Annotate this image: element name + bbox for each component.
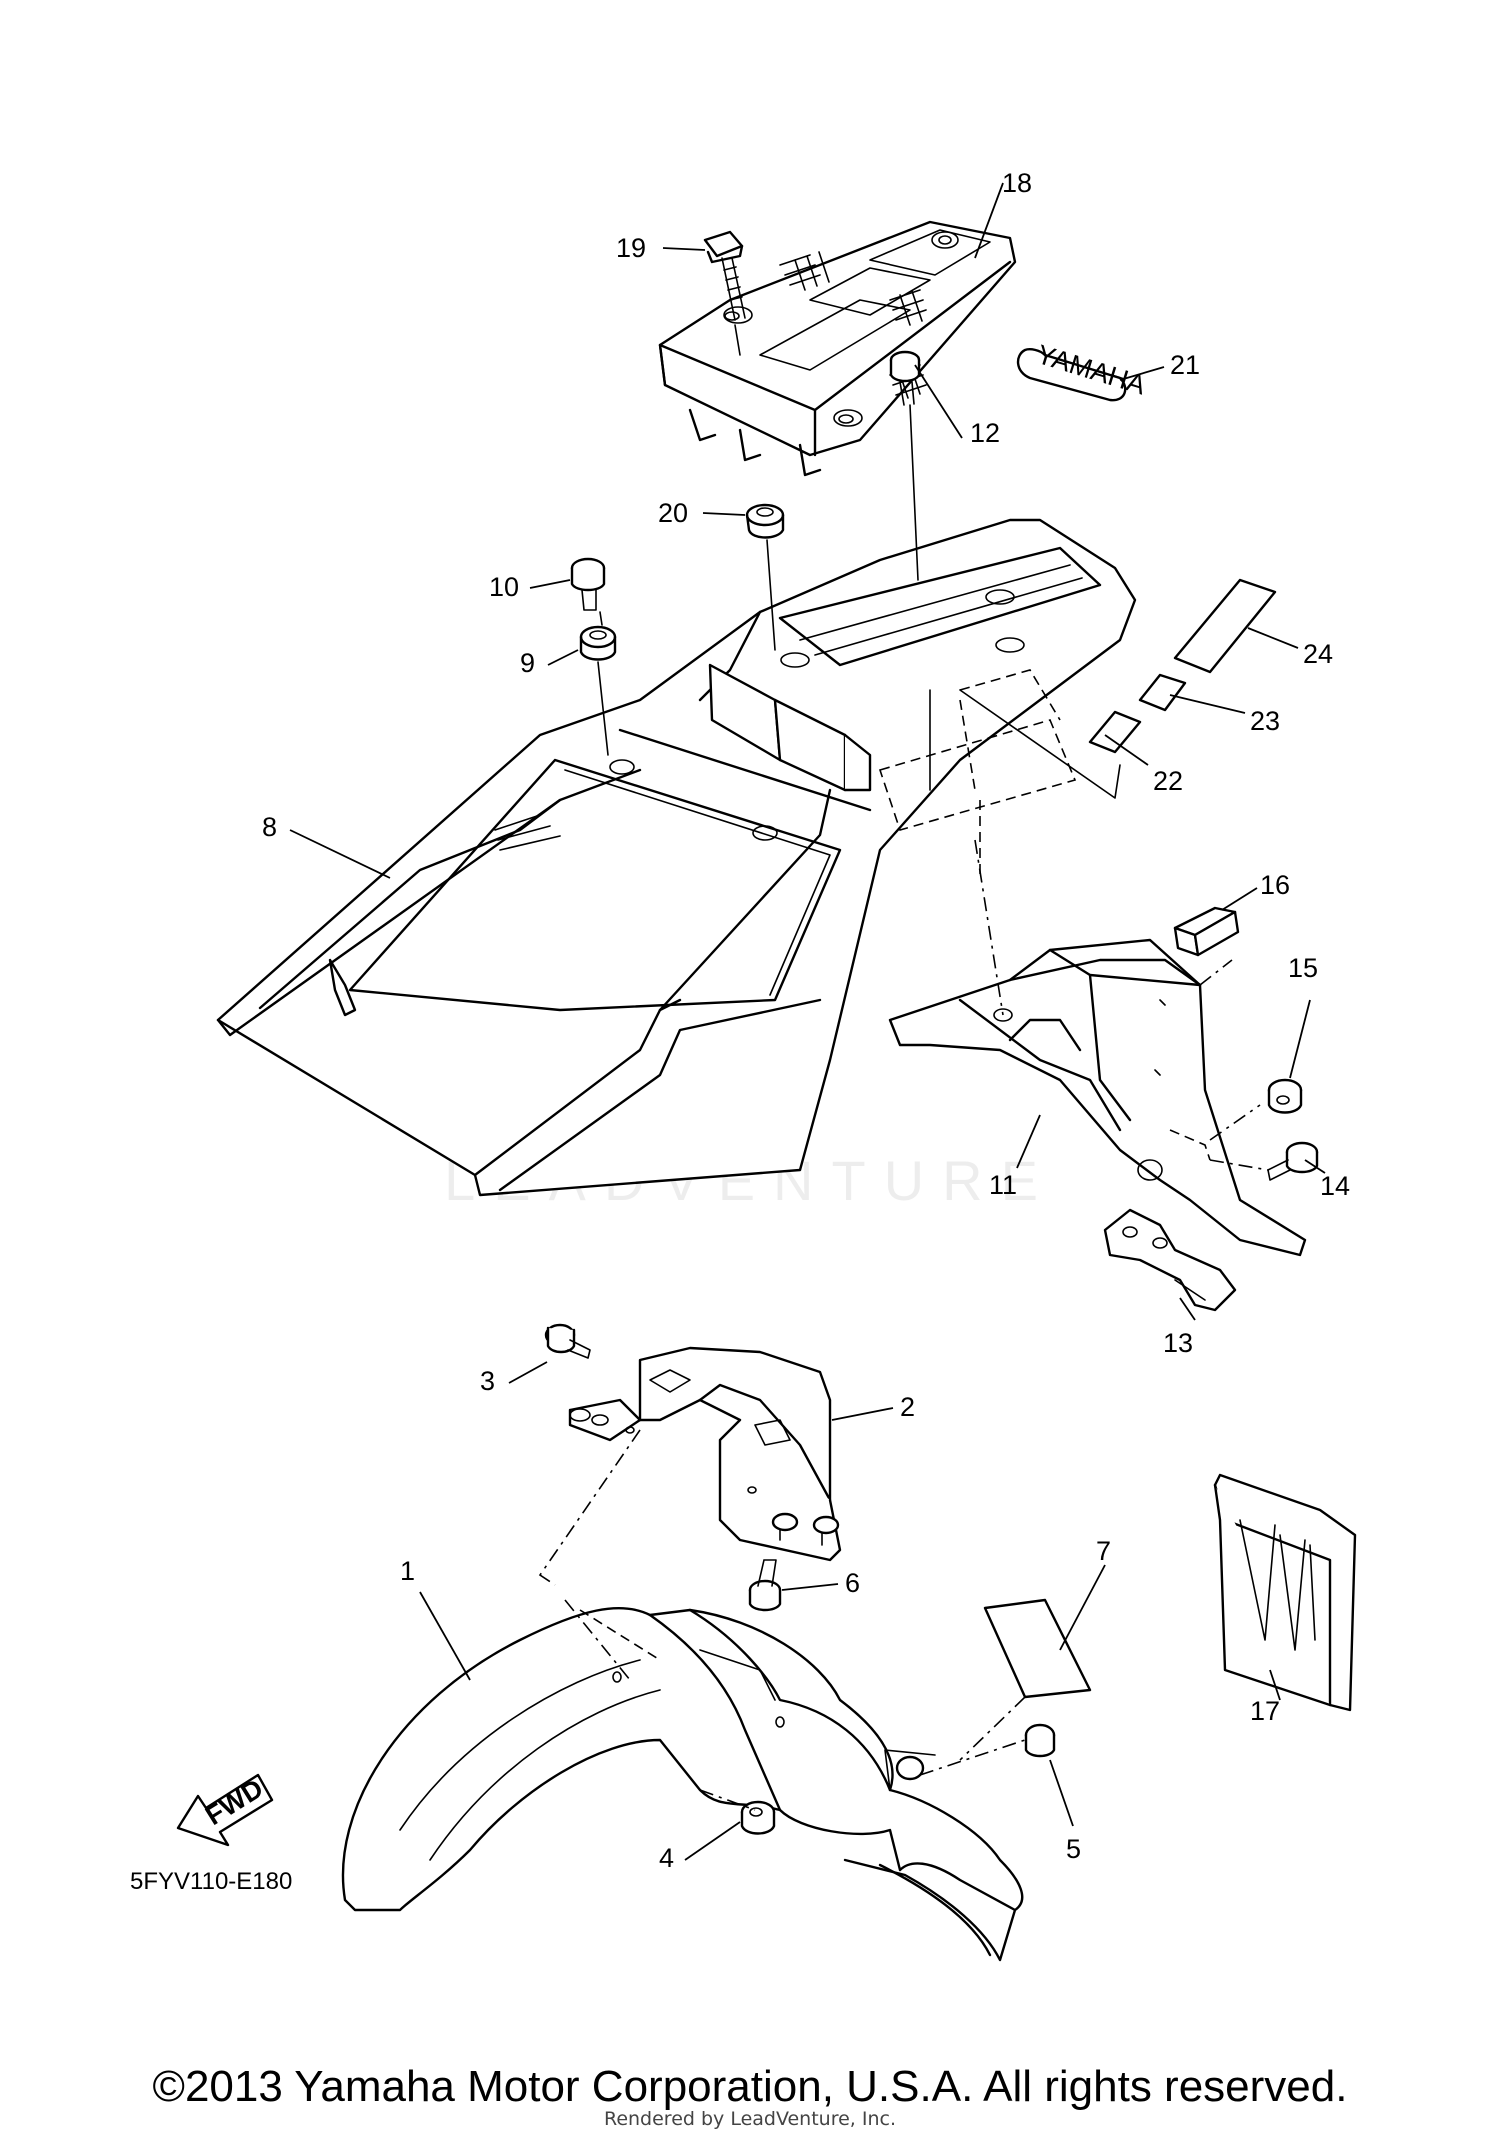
diagram-code: 5FYV110-E180 xyxy=(130,1868,293,1895)
part-5-nut[interactable] xyxy=(1024,1723,1056,1758)
part-8-rear-cowl[interactable] xyxy=(216,518,1137,1197)
part-17-mud-flap[interactable] xyxy=(1213,1473,1357,1712)
part-20-grommet[interactable] xyxy=(745,503,785,539)
callout-6: 6 xyxy=(845,1568,860,1598)
part-13-bracket[interactable] xyxy=(1103,1208,1237,1312)
part-10-bolt[interactable] xyxy=(570,557,606,611)
part-3-bolt[interactable] xyxy=(544,1323,591,1359)
part-7-label[interactable] xyxy=(983,1598,1092,1699)
callout-12: 12 xyxy=(970,418,1000,448)
callout-17: 17 xyxy=(1250,1696,1280,1726)
rendered-by-credit: Rendered by LeadVenture, Inc. xyxy=(603,2108,897,2130)
part-21-yamaha-decal[interactable]: YAMAHA xyxy=(1016,339,1149,402)
part-11-rear-fender[interactable] xyxy=(888,938,1307,1257)
callout-16: 16 xyxy=(1260,870,1290,900)
part-6-bolt[interactable] xyxy=(748,1559,782,1612)
callout-labels: 1 2 3 4 5 6 7 8 9 10 11 12 13 14 15 16 1… xyxy=(262,168,1350,1873)
part-23-graphic-strip[interactable] xyxy=(1138,673,1187,712)
callout-20: 20 xyxy=(658,498,688,528)
callout-10: 10 xyxy=(489,572,519,602)
callout-18: 18 xyxy=(1002,168,1032,198)
callout-19: 19 xyxy=(616,233,646,263)
part-22-graphic-strip[interactable] xyxy=(1088,710,1142,754)
assembly-lines xyxy=(538,324,1269,1811)
part-2-fender-bracket[interactable] xyxy=(568,1346,842,1562)
callout-7: 7 xyxy=(1096,1536,1111,1566)
callout-5: 5 xyxy=(1066,1834,1081,1864)
part-16-damper-pad[interactable] xyxy=(1173,906,1240,957)
callout-4: 4 xyxy=(659,1843,674,1873)
part-19-bolt[interactable] xyxy=(703,230,746,321)
callout-11: 11 xyxy=(989,1170,1017,1200)
callout-23: 23 xyxy=(1250,706,1280,736)
callout-21: 21 xyxy=(1170,350,1200,380)
leader-lines xyxy=(289,182,1326,1861)
part-24-graphic-strip[interactable] xyxy=(1173,578,1277,674)
part-18-rear-carrier[interactable] xyxy=(658,220,1017,477)
callout-24: 24 xyxy=(1303,639,1333,669)
part-15-nut[interactable] xyxy=(1267,1078,1303,1114)
callout-22: 22 xyxy=(1153,766,1183,796)
callout-2: 2 xyxy=(900,1392,915,1422)
part-12-bolt[interactable] xyxy=(889,350,921,406)
callout-3: 3 xyxy=(480,1366,495,1396)
part-9-grommet[interactable] xyxy=(579,625,617,661)
callout-14: 14 xyxy=(1320,1171,1350,1201)
part-14-bolt[interactable] xyxy=(1267,1141,1319,1181)
callout-15: 15 xyxy=(1288,953,1318,983)
forward-direction-arrow: FWD xyxy=(176,1773,274,1847)
callout-13: 13 xyxy=(1163,1328,1193,1358)
callout-8: 8 xyxy=(262,812,277,842)
part-4-nut[interactable] xyxy=(740,1800,776,1835)
callout-9: 9 xyxy=(520,648,535,678)
callout-1: 1 xyxy=(400,1556,415,1586)
copyright-notice: ©2013 Yamaha Motor Corporation, U.S.A. A… xyxy=(152,2062,1348,2111)
part-1-front-fender[interactable] xyxy=(341,1606,1024,1962)
